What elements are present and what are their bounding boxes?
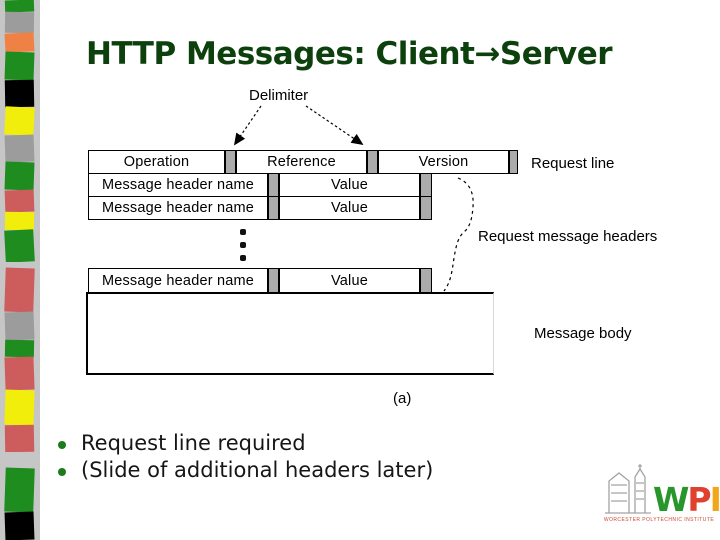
bullet-text: Request line required — [81, 431, 306, 455]
wpi-letter-i: I — [709, 479, 720, 519]
message-body-label: Message body — [534, 325, 632, 342]
ellipsis-dot — [240, 255, 246, 261]
request-line-label: Request line — [531, 155, 615, 172]
strip-block — [4, 11, 35, 34]
request-message-headers-label: Request message headers — [478, 228, 658, 245]
strip-block — [4, 32, 35, 53]
strip-block — [4, 134, 35, 163]
header-name-cell: Message header name — [88, 268, 268, 293]
strip-block — [4, 229, 35, 263]
strip-block — [4, 79, 35, 108]
tower-icon — [605, 464, 651, 514]
delimiter-cell — [420, 173, 432, 197]
list-item: Request line required — [58, 431, 433, 455]
strip-block — [4, 51, 35, 81]
strip-block — [4, 511, 35, 540]
slide-title: HTTP Messages: Client→Server — [86, 36, 613, 72]
delimiter-cell — [420, 268, 432, 293]
bullet-list: Request line required (Slide of addition… — [58, 431, 433, 485]
strip-block — [4, 161, 35, 191]
bullet-text: (Slide of additional headers later) — [81, 458, 434, 482]
delimiter-cell — [367, 150, 378, 174]
delimiter-arrow-left — [233, 105, 262, 146]
strip-block — [4, 106, 35, 136]
header-value-cell: Value — [279, 173, 420, 197]
strip-block — [4, 356, 35, 391]
strip-block — [4, 211, 35, 231]
wpi-subtext: WORCESTER POLYTECHNIC INSTITUTE — [603, 517, 715, 523]
strip-block — [4, 389, 35, 426]
decorative-strip — [0, 0, 40, 540]
header-name-cell: Message header name — [88, 173, 268, 197]
delimiter-cell — [509, 150, 518, 174]
delimiter-label: Delimiter — [249, 87, 309, 104]
strip-block — [4, 0, 35, 13]
strip-block — [4, 424, 35, 453]
strip-block — [5, 452, 34, 468]
wpi-logo: WPI WORCESTER POLYTECHNIC INSTITUTE — [603, 463, 720, 523]
reference-cell: Reference — [236, 150, 367, 174]
header-value-cell: Value — [279, 268, 420, 293]
list-item: (Slide of additional headers later) — [58, 458, 433, 482]
strip-block — [5, 262, 34, 268]
strip-block — [4, 189, 35, 213]
bullet-icon — [58, 468, 66, 476]
version-cell: Version — [378, 150, 509, 174]
wpi-letters: WPI — [653, 483, 720, 516]
headers-brace — [443, 177, 474, 292]
operation-cell: Operation — [88, 150, 225, 174]
header-value-cell: Value — [279, 196, 420, 220]
message-body-box — [86, 292, 494, 375]
delimiter-cell — [268, 196, 279, 220]
ellipsis-dot — [240, 229, 246, 235]
strip-block — [4, 267, 35, 313]
delimiter-cell — [268, 268, 279, 293]
figure-caption: (a) — [393, 390, 412, 407]
strip-block — [4, 339, 35, 358]
header-name-cell: Message header name — [88, 196, 268, 220]
wpi-letter-w: W — [653, 479, 689, 519]
strip-block — [4, 311, 35, 341]
wpi-letter-p: P — [687, 479, 711, 519]
delimiter-cell — [268, 173, 279, 197]
strip-block — [4, 467, 35, 513]
delimiter-cell — [225, 150, 236, 174]
ellipsis-dot — [240, 242, 246, 248]
delimiter-cell — [420, 196, 432, 220]
delimiter-arrow-right — [305, 105, 364, 146]
bullet-icon — [58, 441, 66, 449]
